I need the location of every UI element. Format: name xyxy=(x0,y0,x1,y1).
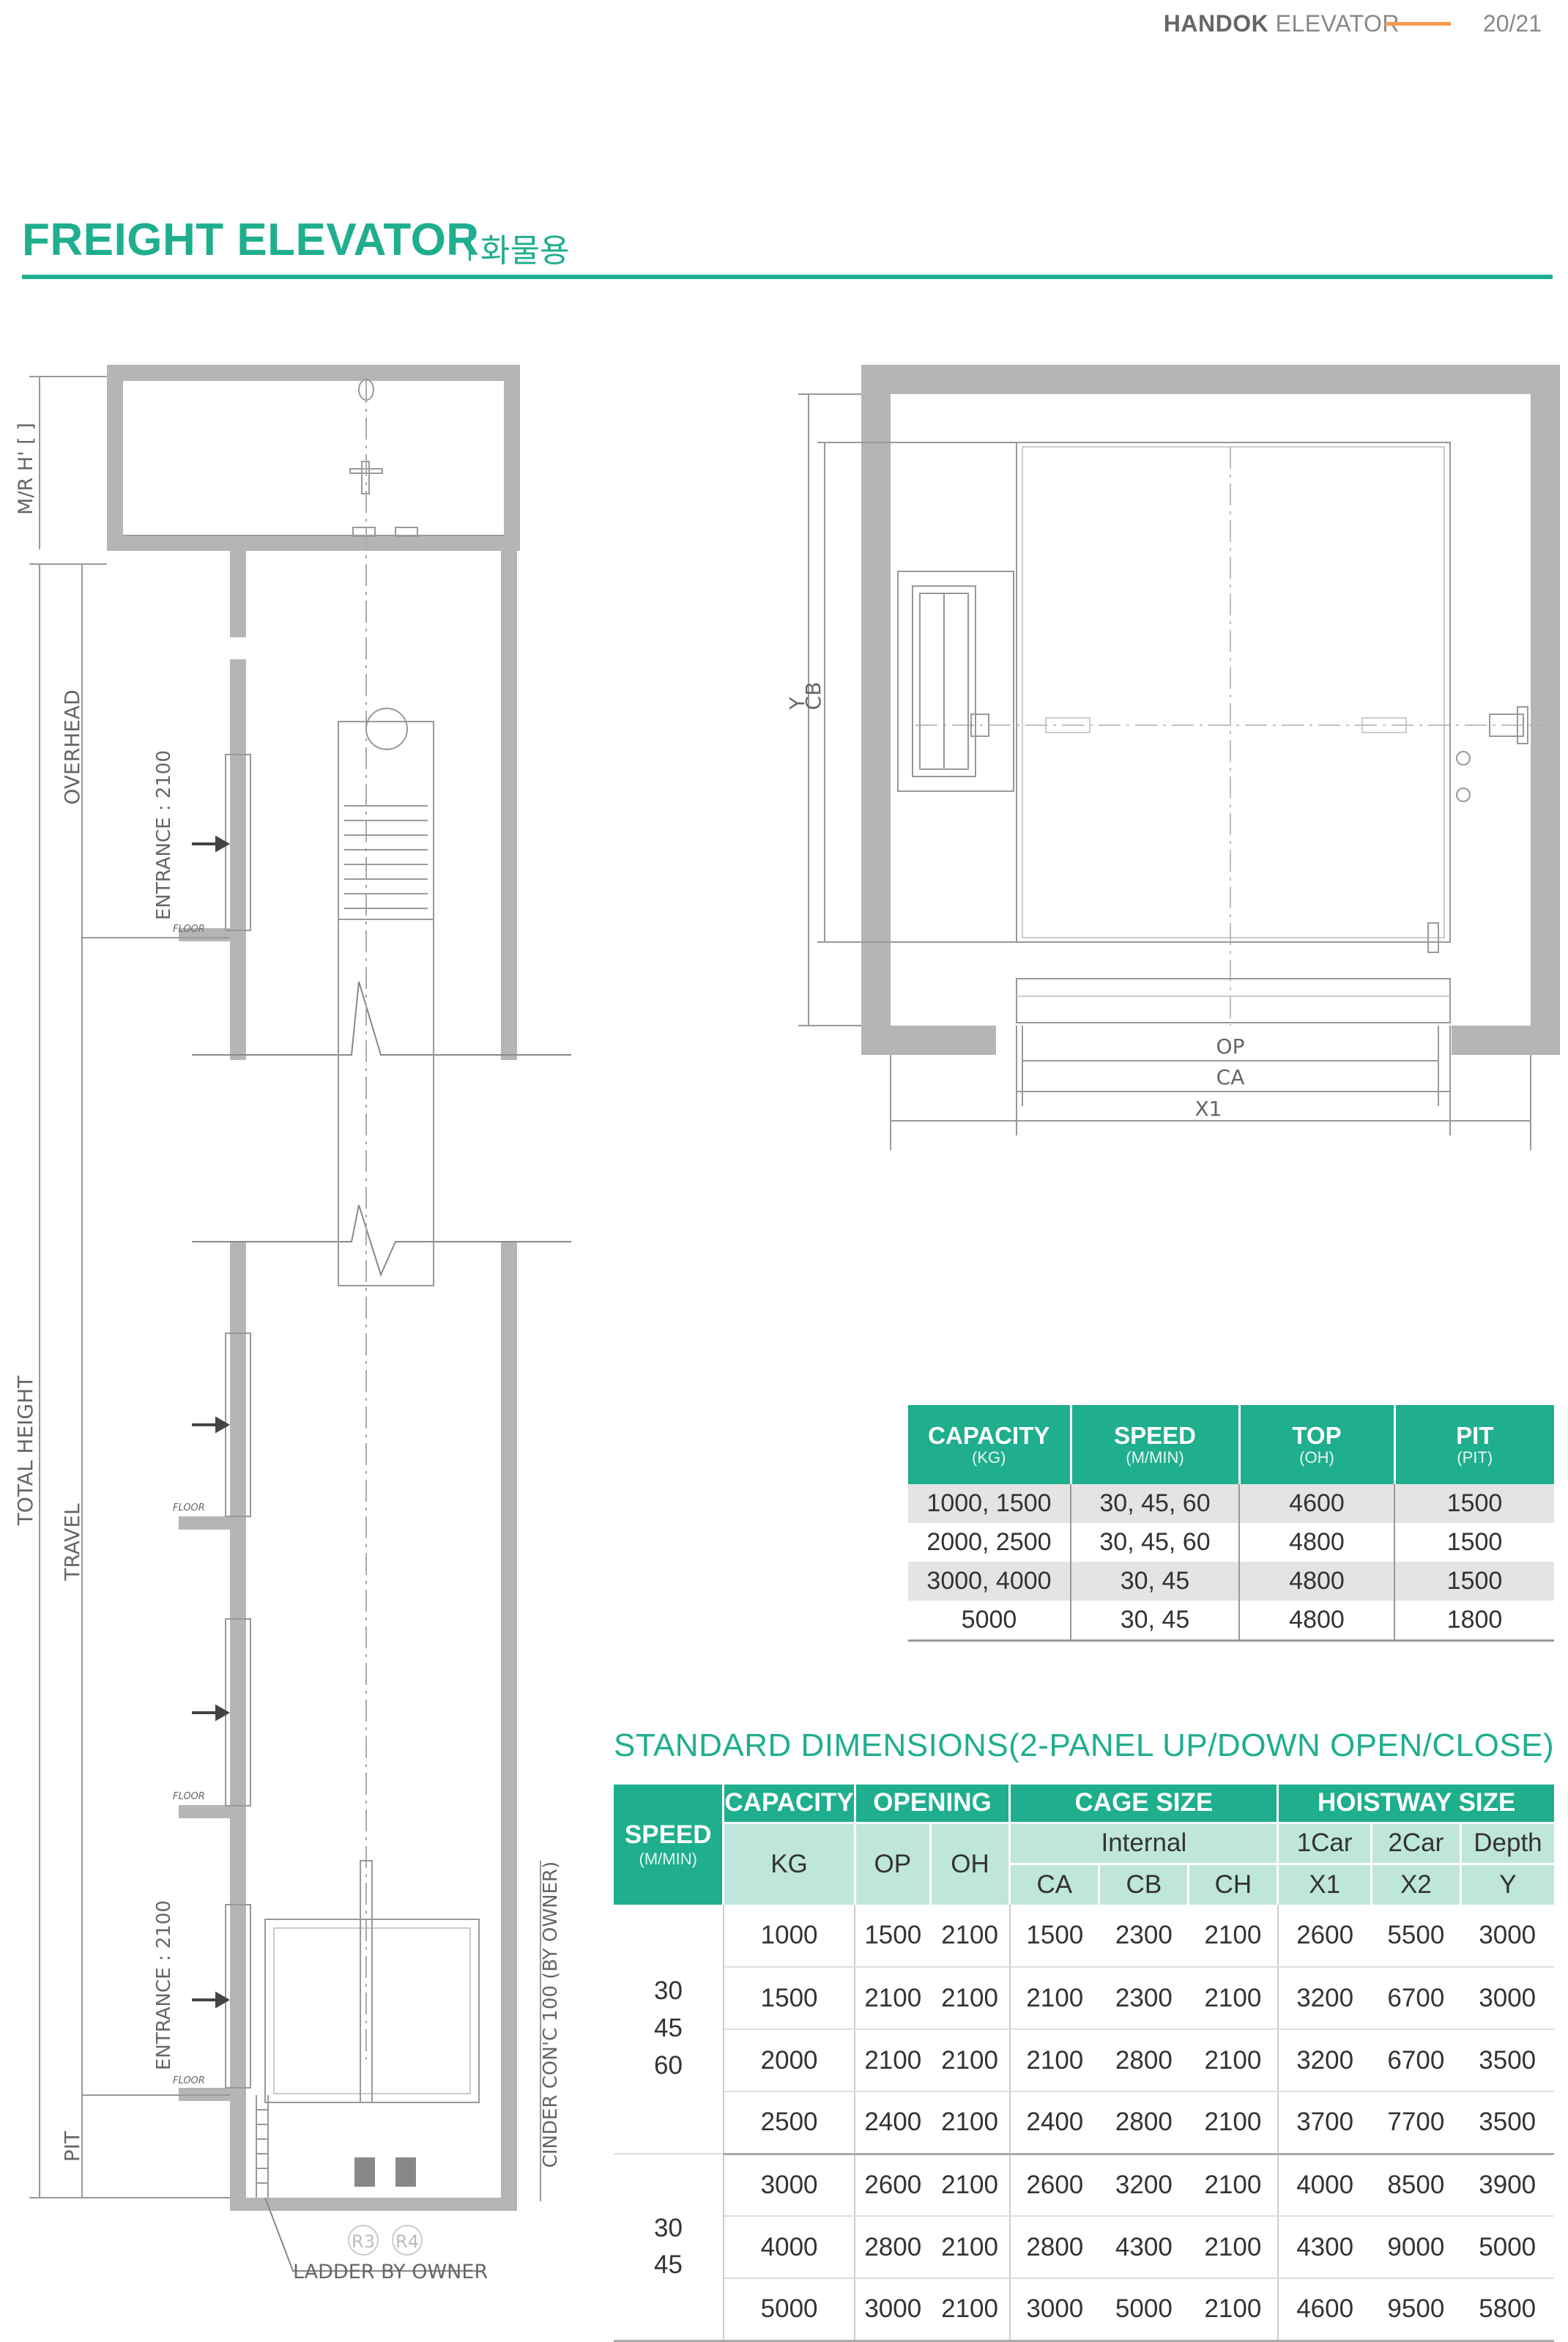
cb-label: CB xyxy=(801,682,825,711)
header-top: TOP(OH) xyxy=(1239,1405,1396,1484)
header-speed: SPEED(M/MIN) xyxy=(614,1785,725,1905)
total-height-label: TOTAL HEIGHT xyxy=(13,1375,37,1526)
title-separator xyxy=(469,229,471,261)
overhead-label: OVERHEAD xyxy=(60,689,84,804)
header-pit: PIT(PIT) xyxy=(1394,1405,1554,1484)
table-row: 30 45 60 1000 1500 2100 1500 2300 2100 2… xyxy=(614,1905,1554,2154)
entrance-bottom-label: ENTRANCE : 2100 xyxy=(153,1900,175,2070)
header-ch: CH xyxy=(1188,1864,1279,1905)
table-row: 2000 2100 2100 2100 2800 2100 3200 6700 … xyxy=(614,2029,1554,2092)
table-row: 4000 2800 2100 2800 4300 2100 4300 9000 … xyxy=(614,2216,1554,2279)
y-label: Y xyxy=(785,697,809,711)
speed-group-2: 30 45 xyxy=(614,2154,724,2342)
header-ca: CA xyxy=(1009,1864,1101,1905)
entrance-top-label: ENTRANCE : 2100 xyxy=(153,750,175,920)
r3-label: R3 xyxy=(352,2231,375,2252)
header-speed: SPEED(M/MIN) xyxy=(1071,1405,1241,1484)
header-op: OP xyxy=(855,1823,932,1905)
speed-group-1: 30 45 60 xyxy=(614,1905,724,2154)
header-hoistway-size: HOISTWAY SIZE xyxy=(1277,1785,1554,1824)
header-x1: X1 xyxy=(1277,1864,1372,1905)
ca-label: CA xyxy=(1216,1065,1245,1089)
speed-table-header: CAPACITY(KG) SPEED(M/MIN) TOP(OH) PIT(PI… xyxy=(908,1405,1554,1484)
header-internal: Internal xyxy=(1009,1823,1279,1865)
x1-label: X1 xyxy=(1195,1097,1222,1121)
header-cb: CB xyxy=(1099,1864,1190,1905)
travel-label: TRAVEL xyxy=(60,1503,84,1582)
r4-label: R4 xyxy=(395,2231,419,2252)
table-row: 30 45 3000 2600 2100 2600 3200 2100 4000… xyxy=(614,2154,1554,2342)
title-rule xyxy=(22,275,1553,279)
section-drawing: M/R H' [ ] OVERHEAD ENTRANCE : 2100 TOTA… xyxy=(13,365,571,2283)
header-2car: 2Car xyxy=(1371,1823,1462,1865)
header-cage-size: CAGE SIZE xyxy=(1009,1785,1279,1824)
floor-label: FLOOR xyxy=(173,2075,205,2086)
header-y: Y xyxy=(1460,1864,1554,1905)
speed-top-pit-table: CAPACITY(KG) SPEED(M/MIN) TOP(OH) PIT(PI… xyxy=(908,1405,1554,1642)
plan-drawing: Y CB OP CA X1 xyxy=(785,365,1560,1150)
floor-label: FLOOR xyxy=(173,1502,205,1513)
floor-label: FLOOR xyxy=(173,1791,205,1802)
header-capacity: CAPACITY(KG) xyxy=(908,1405,1072,1484)
table-row: 1500 2100 2100 2100 2300 2100 3200 6700 … xyxy=(614,1967,1554,2030)
cinder-label: CINDER CON'C 100 (BY OWNER) xyxy=(540,1861,562,2168)
ladder-label: LADDER BY OWNER xyxy=(293,2261,488,2283)
standard-dimensions-title: STANDARD DIMENSIONS(2-PANEL UP/DOWN OPEN… xyxy=(614,1727,1555,1763)
floor-label: FLOOR xyxy=(173,924,205,935)
page-title-korean: 화물용 xyxy=(480,232,570,270)
header-kg: KG xyxy=(723,1823,856,1905)
mr-height-label: M/R H' [ ] xyxy=(15,423,37,515)
brand-name: HANDOK ELEVATOR xyxy=(1163,10,1400,37)
table-row: 5000 3000 2100 3000 5000 2100 4600 9500 … xyxy=(614,2278,1554,2342)
header-x2: X2 xyxy=(1371,1864,1462,1905)
header-depth: Depth xyxy=(1460,1823,1554,1865)
standard-dimensions-table: SPEED(M/MIN) CAPACITY OPENING CAGE SIZE … xyxy=(614,1785,1554,2342)
op-label: OP xyxy=(1216,1034,1245,1059)
table-row: 2500 2400 2100 2400 2800 2100 3700 7700 … xyxy=(614,2091,1554,2155)
header-opening: OPENING xyxy=(855,1785,1011,1824)
brand-accent-bar xyxy=(1385,22,1451,26)
page-number: 20/21 xyxy=(1482,10,1542,37)
pit-label: PIT xyxy=(60,2130,84,2162)
header-capacity: CAPACITY xyxy=(723,1785,856,1824)
header-oh: OH xyxy=(930,1823,1011,1905)
page-title: FREIGHT ELEVATOR xyxy=(22,215,480,265)
header-1car: 1Car xyxy=(1277,1823,1372,1865)
